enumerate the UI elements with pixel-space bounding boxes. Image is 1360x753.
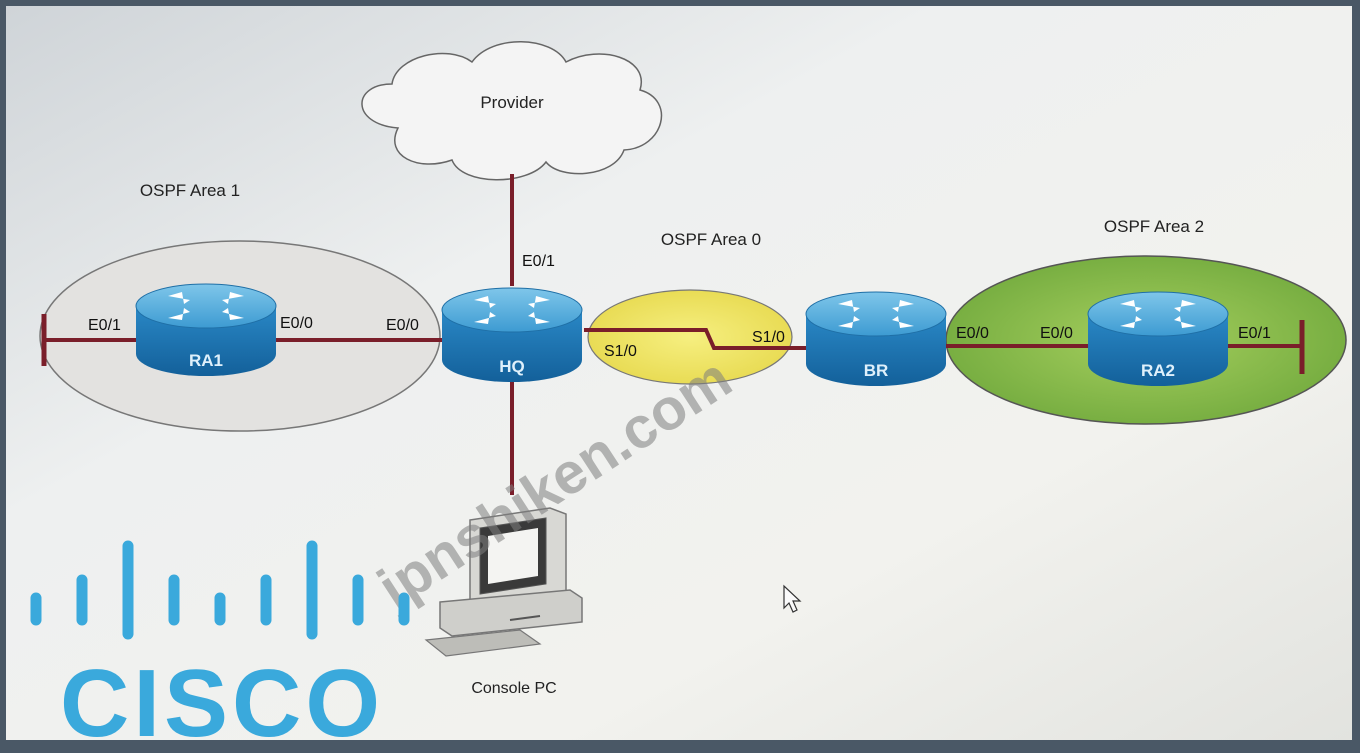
area2-label: OSPF Area 2 (1104, 217, 1204, 236)
hq-s10-label: S1/0 (604, 343, 637, 360)
br-e00-label: E0/0 (956, 325, 989, 342)
ra1-e01-label: E0/1 (88, 317, 121, 334)
provider-label: Provider (480, 93, 544, 112)
cisco-logo: CISCO (30, 540, 410, 753)
router-ra2: RA2 (1087, 291, 1229, 386)
br-s10-label: S1/0 (752, 329, 785, 346)
cisco-logo-text: CISCO (60, 650, 384, 748)
router-ra1-label: RA1 (189, 351, 223, 370)
hq-e01-label: E0/1 (522, 253, 555, 270)
links (41, 174, 1305, 495)
area0-label: OSPF Area 0 (661, 230, 761, 249)
provider-cloud: Provider (361, 41, 663, 181)
hq-e00-label: E0/0 (386, 317, 419, 334)
link-hq-br-serial (584, 328, 808, 350)
router-ra1: RA1 (135, 283, 277, 376)
console-pc-label: Console PC (471, 680, 556, 697)
ra1-e00-label: E0/0 (280, 315, 313, 332)
mouse-cursor-icon (783, 584, 802, 613)
area0-ellipse (587, 289, 793, 385)
router-hq: HQ (441, 287, 583, 382)
ra2-e00-label: E0/0 (1040, 325, 1073, 342)
console-pc: Console PC (424, 507, 583, 697)
router-hq-label: HQ (499, 357, 525, 376)
router-br: BR (805, 291, 947, 386)
router-ra2-label: RA2 (1141, 361, 1175, 380)
ra2-e01-label: E0/1 (1238, 325, 1271, 342)
area1-label: OSPF Area 1 (140, 181, 240, 200)
router-br-label: BR (864, 361, 889, 380)
